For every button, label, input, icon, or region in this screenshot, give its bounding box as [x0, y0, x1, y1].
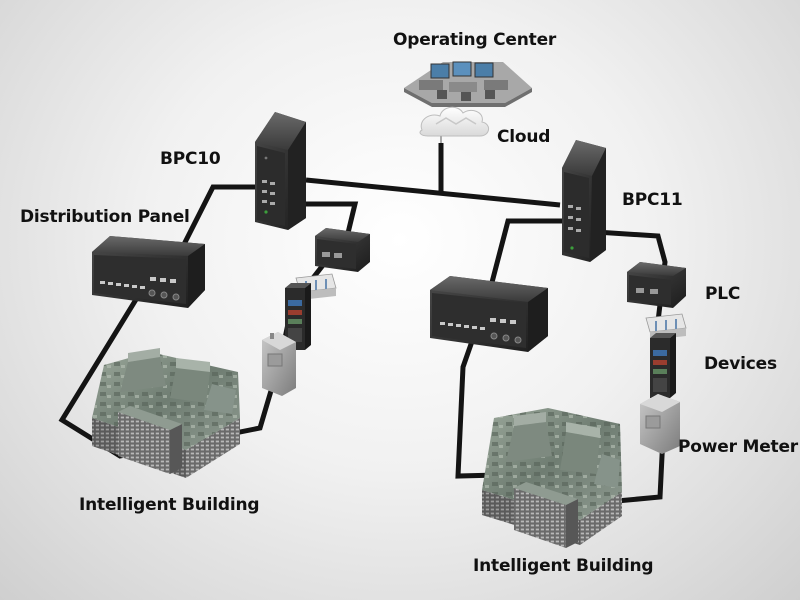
device-tower-left — [285, 283, 311, 350]
cloud-icon — [419, 106, 489, 143]
intelligent-building-right — [482, 408, 622, 548]
distribution-panel-label: Distribution Panel — [20, 207, 190, 227]
intelligent-building-right-label: Intelligent Building — [473, 556, 654, 576]
right-panel-device — [430, 276, 548, 352]
bpc11-label: BPC11 — [622, 190, 683, 210]
devices-label: Devices — [704, 354, 777, 374]
bpc10-device — [255, 112, 306, 230]
operating-center-icon — [404, 61, 532, 107]
power-meter-left — [262, 332, 296, 396]
trunk-line — [305, 177, 561, 208]
power-meter-label: Power Meter — [678, 437, 798, 457]
distribution-panel-device — [92, 236, 205, 308]
cloud-label: Cloud — [497, 127, 551, 147]
device-tower-right — [650, 333, 676, 398]
plc-label: PLC — [705, 284, 741, 304]
bpc11-device — [562, 140, 606, 262]
power-meter-right — [640, 394, 680, 454]
intelligent-building-left-label: Intelligent Building — [79, 495, 260, 515]
plc-device-right — [627, 262, 686, 308]
plc-device-left — [315, 228, 370, 272]
intelligent-building-left — [92, 348, 240, 478]
operating-center-label: Operating Center — [393, 30, 557, 50]
bpc10-label: BPC10 — [160, 149, 221, 169]
